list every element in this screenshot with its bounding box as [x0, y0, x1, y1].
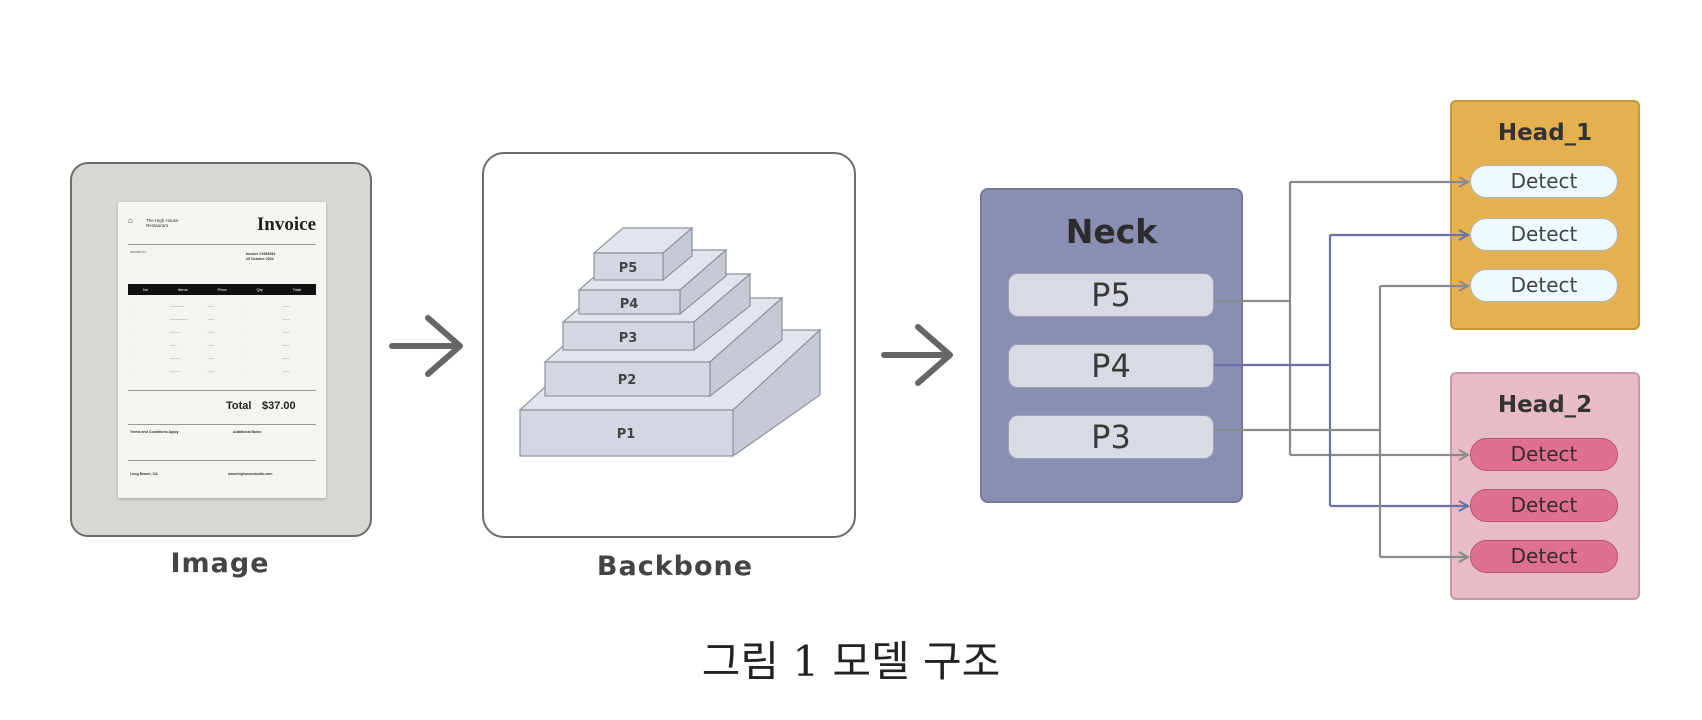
neck-p3: P3 [1008, 415, 1214, 459]
invoice-notes: Additional Notes [233, 430, 262, 434]
figure-caption: 그림 1 모델 구조 [701, 637, 1001, 686]
neck-title: Neck [1065, 212, 1158, 251]
col-no: No [142, 287, 149, 292]
col-total: Total [292, 287, 302, 292]
pyramid-level-p5 [592, 226, 694, 282]
invoice-date: 25 October 2022 [246, 257, 274, 261]
invoice-row: ·——————·—— [132, 304, 290, 308]
col-items: Items [177, 287, 188, 292]
arrow-backbone-to-neck [881, 324, 953, 386]
divider [128, 424, 316, 425]
pyramid-label-p4: P4 [620, 297, 639, 312]
image-caption: Image [170, 548, 270, 579]
pyramid-label-p2: P2 [618, 373, 637, 388]
invoice-billed-to: Invoice to : [130, 250, 148, 254]
head1-detect-1: Detect [1470, 165, 1618, 198]
head2-detect-2: Detect [1470, 489, 1618, 522]
invoice-row: ·—————·—— [132, 330, 290, 334]
divider [128, 460, 316, 461]
head1-detect-3: Detect [1470, 269, 1618, 302]
invoice-row: ·—————·—— [132, 369, 290, 373]
neck-p4: P4 [1008, 344, 1214, 388]
invoice-row: ·————·—— [132, 343, 290, 347]
invoice-total-label: Total [226, 400, 252, 412]
pyramid-label-p3: P3 [619, 331, 638, 346]
invoice-address: Long Beach, CA [130, 472, 158, 476]
invoice-title: Invoice [256, 214, 316, 235]
head1-detect-2: Detect [1470, 218, 1618, 251]
head1-title: Head_1 [1497, 120, 1593, 146]
connector-p5 [1214, 182, 1468, 455]
col-qty: Qty [256, 287, 263, 292]
head2-detect-1: Detect [1470, 438, 1618, 471]
invoice-row: ·———————·—— [132, 317, 290, 321]
connector-p4 [1214, 235, 1468, 506]
divider [128, 244, 316, 245]
invoice-website: www.highousestudio.com [228, 472, 273, 476]
col-price: Price [217, 287, 227, 292]
arrow-image-to-backbone [389, 315, 463, 377]
divider [128, 390, 316, 391]
feature-pyramid [518, 226, 822, 458]
invoice-logo-text: The High House Restaurant [146, 218, 179, 228]
invoice-table-header: No Items Price Qty Total [128, 284, 316, 295]
backbone-caption: Backbone [596, 551, 754, 582]
pyramid-label-p1: P1 [617, 427, 636, 442]
head2-detect-3: Detect [1470, 540, 1618, 573]
neck-p5: P5 [1008, 273, 1214, 317]
head2-title: Head_2 [1497, 392, 1593, 418]
invoice-number: Invoice #1983934 [246, 252, 276, 256]
invoice-row: ·—————·—— [132, 356, 290, 360]
restaurant-logo-icon: ⌂ [128, 216, 133, 225]
invoice-terms: Terms and Conditions Apply [130, 430, 179, 434]
connector-p3 [1214, 286, 1468, 557]
pyramid-label-p5: P5 [619, 261, 638, 276]
invoice-document: ⌂ The High House Restaurant Invoice Invo… [118, 202, 326, 498]
invoice-total-value: $37.00 [262, 400, 296, 412]
